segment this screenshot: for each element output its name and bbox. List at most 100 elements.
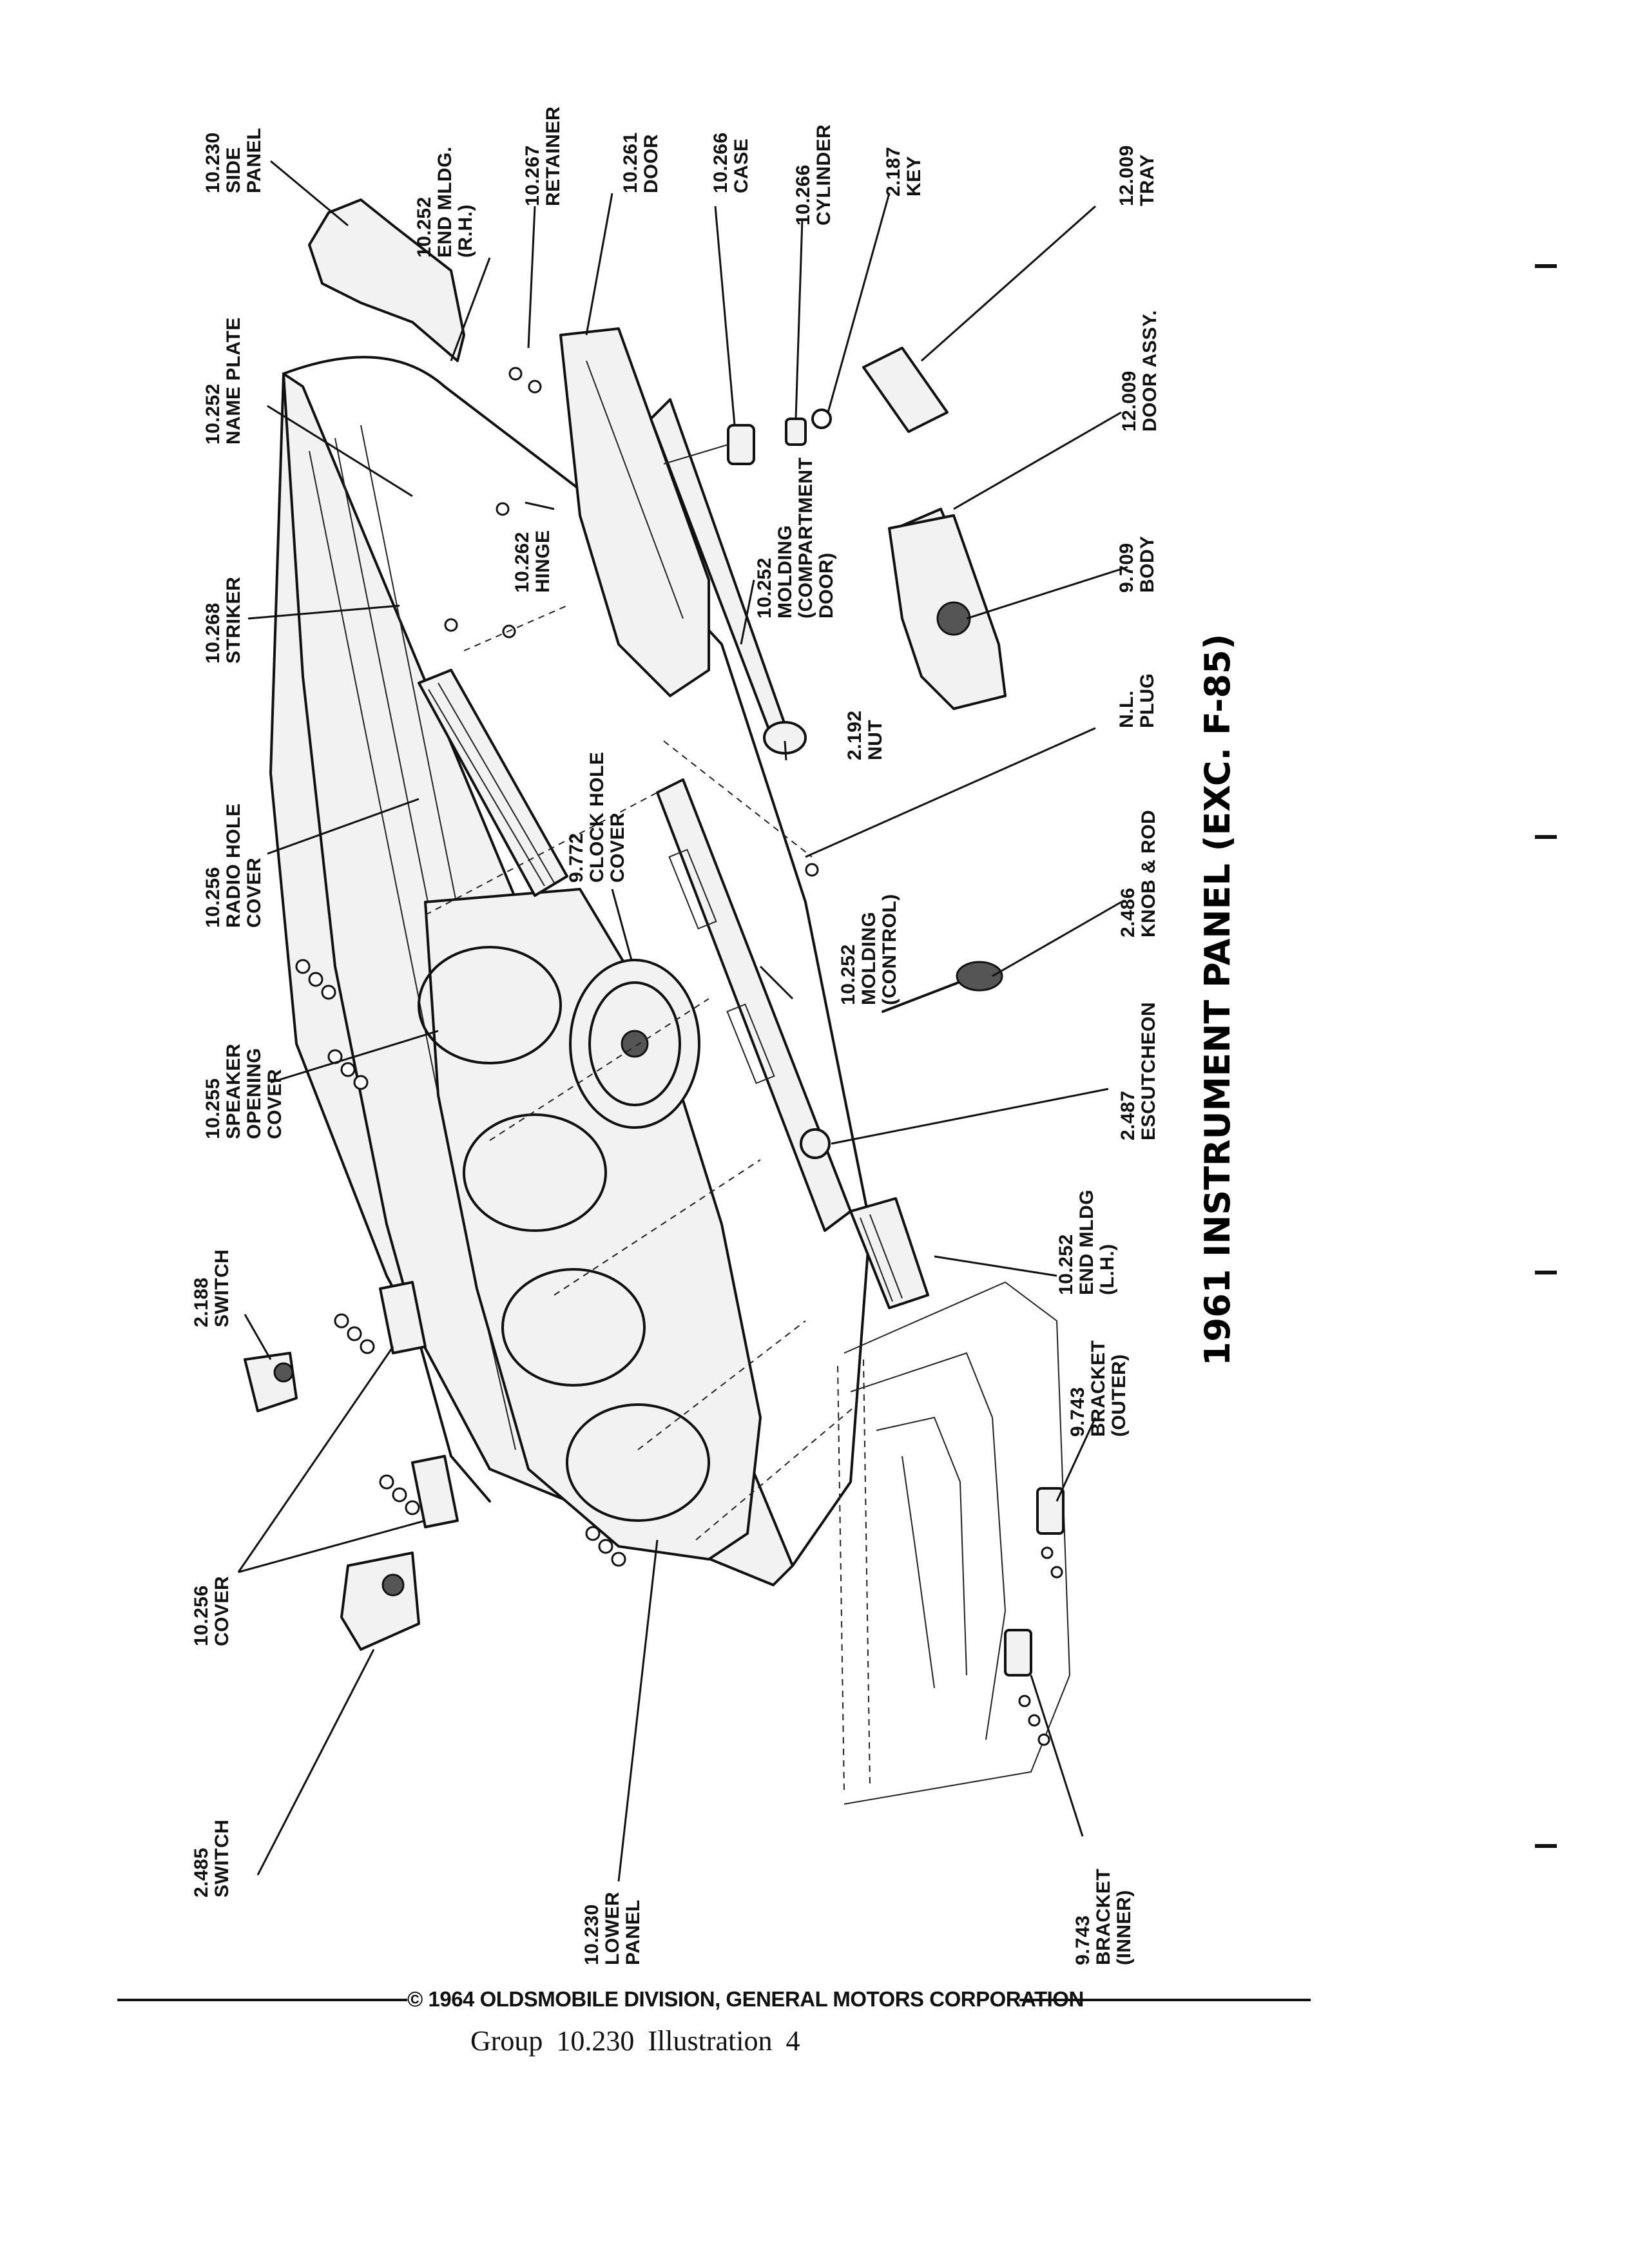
copyright-notice: © 1964 OLDSMOBILE DIVISION, GENERAL MOTO…: [407, 1987, 1084, 2011]
callout-bracket-outer-line1: 9.743: [1067, 1387, 1088, 1437]
callout-molding-compartment-line2: MOLDING: [775, 525, 796, 619]
callout-tray-line2: TRAY: [1137, 154, 1158, 206]
callout-end-mldg-rh-line1: 10.252: [414, 197, 435, 258]
escutcheon-shape: [800, 1128, 831, 1159]
switch-2188-shape: [244, 1352, 298, 1412]
callout-plug-line2: PLUG: [1137, 673, 1158, 728]
callout-door-line2: DOOR: [641, 134, 662, 193]
callout-door-line1: 10.261: [620, 132, 641, 193]
callout-striker: 10.268 STRIKER: [202, 577, 244, 664]
case-shape: [727, 424, 755, 465]
callout-switch-2485-line1: 2.485: [191, 1847, 212, 1898]
leader-lines: [237, 160, 1128, 1882]
margin-tick: [1535, 1271, 1557, 1274]
callout-side-panel-line2: SIDE: [223, 147, 244, 193]
callout-knob-rod-line1: 2.486: [1117, 887, 1139, 937]
callout-molding-control: 10.252 MOLDING (CONTROL): [838, 894, 900, 1005]
callout-door: 10.261 DOOR: [620, 132, 662, 193]
margin-tick: [1535, 835, 1557, 839]
callout-side-panel: 10.230 SIDE PANEL: [202, 128, 265, 193]
callout-speaker-opening-cover: 10.255 SPEAKER OPENING COVER: [202, 1043, 285, 1139]
tray-shape: [862, 347, 949, 433]
callout-switch-2485: 2.485 SWITCH: [191, 1820, 233, 1898]
footer-rule-left: [117, 1999, 407, 2001]
callout-bracket-outer: 9.743 BRACKET (OUTER): [1067, 1340, 1130, 1437]
callout-radio-hole-cover: 10.256 RADIO HOLE COVER: [202, 803, 265, 928]
callout-key-line2: KEY: [903, 156, 925, 197]
callout-clock-hole-cover-line2: CLOCK HOLE: [586, 752, 608, 883]
callout-molding-compartment-line1: 10.252: [754, 557, 775, 619]
callout-cover-10256-line2: COVER: [211, 1576, 233, 1646]
callout-end-mldg-rh: 10.252 END MLDG. (R.H.): [414, 146, 476, 258]
callout-bracket-inner-line1: 9.743: [1072, 1915, 1094, 1965]
switch-2485-shape: [340, 1552, 420, 1651]
callout-clock-hole-cover-line1: 9.772: [566, 832, 587, 883]
callout-lower-panel-line1: 10.230: [581, 1904, 602, 1965]
bracket-inset: [837, 1281, 1071, 1805]
callout-retainer-line2: RETAINER: [543, 106, 564, 206]
end-molding-lh-shape: [849, 1197, 929, 1309]
callout-lower-panel-line3: PANEL: [622, 1899, 644, 1965]
callout-switch-2485-line2: SWITCH: [211, 1820, 233, 1898]
callout-speaker-opening-cover-line4: COVER: [264, 1069, 285, 1139]
callout-radio-hole-cover-line1: 10.256: [202, 867, 224, 928]
callout-lower-panel: 10.230 LOWER PANEL: [581, 1892, 644, 1965]
callout-hinge-line2: HINGE: [532, 530, 554, 593]
side-panel-shape: [308, 198, 465, 362]
margin-tick: [1535, 1844, 1557, 1848]
callout-molding-control-line3: (CONTROL): [879, 894, 900, 1005]
callout-key-line1: 2.187: [883, 146, 904, 197]
callout-lower-panel-line2: LOWER: [602, 1892, 623, 1965]
callout-end-mldg-lh-line3: (L.H.): [1097, 1244, 1118, 1295]
callout-nut-line2: NUT: [865, 720, 886, 760]
callout-knob-rod: 2.486 KNOB & ROD: [1117, 810, 1159, 937]
callout-key: 2.187 KEY: [883, 146, 925, 197]
callout-speaker-opening-cover-line2: SPEAKER: [223, 1043, 244, 1139]
callout-tray: 12.009 TRAY: [1116, 145, 1158, 206]
callout-molding-control-line1: 10.252: [838, 944, 859, 1005]
callout-name-plate: 10.252 NAME PLATE: [202, 317, 244, 445]
callout-cover-10256: 10.256 COVER: [191, 1576, 233, 1646]
callout-switch-2188-line1: 2.188: [191, 1277, 212, 1327]
callout-nut-line1: 2.192: [844, 710, 865, 760]
callout-molding-compartment: 10.252 MOLDING (COMPARTMENT DOOR): [754, 457, 837, 619]
callout-door-assy: 12.009 DOOR ASSY.: [1119, 310, 1161, 432]
callout-radio-hole-cover-line3: COVER: [244, 858, 265, 928]
upper-panel-top-edge: [282, 372, 491, 1503]
callout-cover-10256-line1: 10.256: [191, 1585, 212, 1646]
callout-end-mldg-lh-line2: END MLDG: [1076, 1189, 1097, 1295]
callout-bracket-inner: 9.743 BRACKET (INNER): [1072, 1869, 1135, 1965]
callout-bracket-inner-line2: BRACKET: [1093, 1869, 1114, 1965]
cover-lower-shape: [411, 1455, 459, 1528]
callout-hinge-line1: 10.262: [512, 532, 533, 593]
callout-molding-compartment-line4: DOOR): [816, 553, 837, 619]
key-shape: [811, 408, 832, 429]
callout-escutcheon: 2.487 ESCUTCHEON: [1117, 1002, 1159, 1140]
callout-bracket-outer-line2: BRACKET: [1088, 1340, 1109, 1437]
callout-clock-hole-cover: 9.772 CLOCK HOLE COVER: [566, 752, 628, 883]
callout-body-line2: BODY: [1137, 535, 1158, 593]
figure-title: 1961 INSTRUMENT PANEL (EXC. F-85): [1197, 634, 1238, 1366]
cylinder-shape: [785, 418, 807, 446]
callout-cylinder-line2: CYLINDER: [813, 124, 834, 226]
callout-speaker-opening-cover-line3: OPENING: [244, 1048, 265, 1139]
callout-molding-control-line2: MOLDING: [858, 912, 880, 1005]
callout-case: 10.266 CASE: [710, 132, 752, 193]
callout-name-plate-line1: 10.252: [202, 383, 224, 445]
callout-end-mldg-lh: 10.252 END MLDG (L.H.): [1055, 1189, 1118, 1295]
knob-rod-shape: [882, 978, 968, 1013]
callout-plug: N.L. PLUG: [1116, 673, 1158, 728]
bracket-inner-shape: [1004, 1629, 1032, 1677]
cover-upper-shape: [379, 1281, 427, 1354]
callout-clock-hole-cover-line3: COVER: [607, 812, 628, 883]
callout-bracket-outer-line3: (OUTER): [1108, 1354, 1130, 1437]
callout-side-panel-line3: PANEL: [244, 128, 265, 193]
illustration-caption: Group 10.230 Illustration 4: [470, 2025, 800, 2057]
compartment-door-shape: [559, 327, 710, 697]
callout-cylinder-line1: 10.266: [793, 164, 814, 226]
callout-end-mldg-rh-line3: (R.H.): [455, 204, 476, 258]
callout-radio-hole-cover-line2: RADIO HOLE: [223, 803, 244, 928]
callout-molding-compartment-line3: (COMPARTMENT: [795, 457, 816, 619]
